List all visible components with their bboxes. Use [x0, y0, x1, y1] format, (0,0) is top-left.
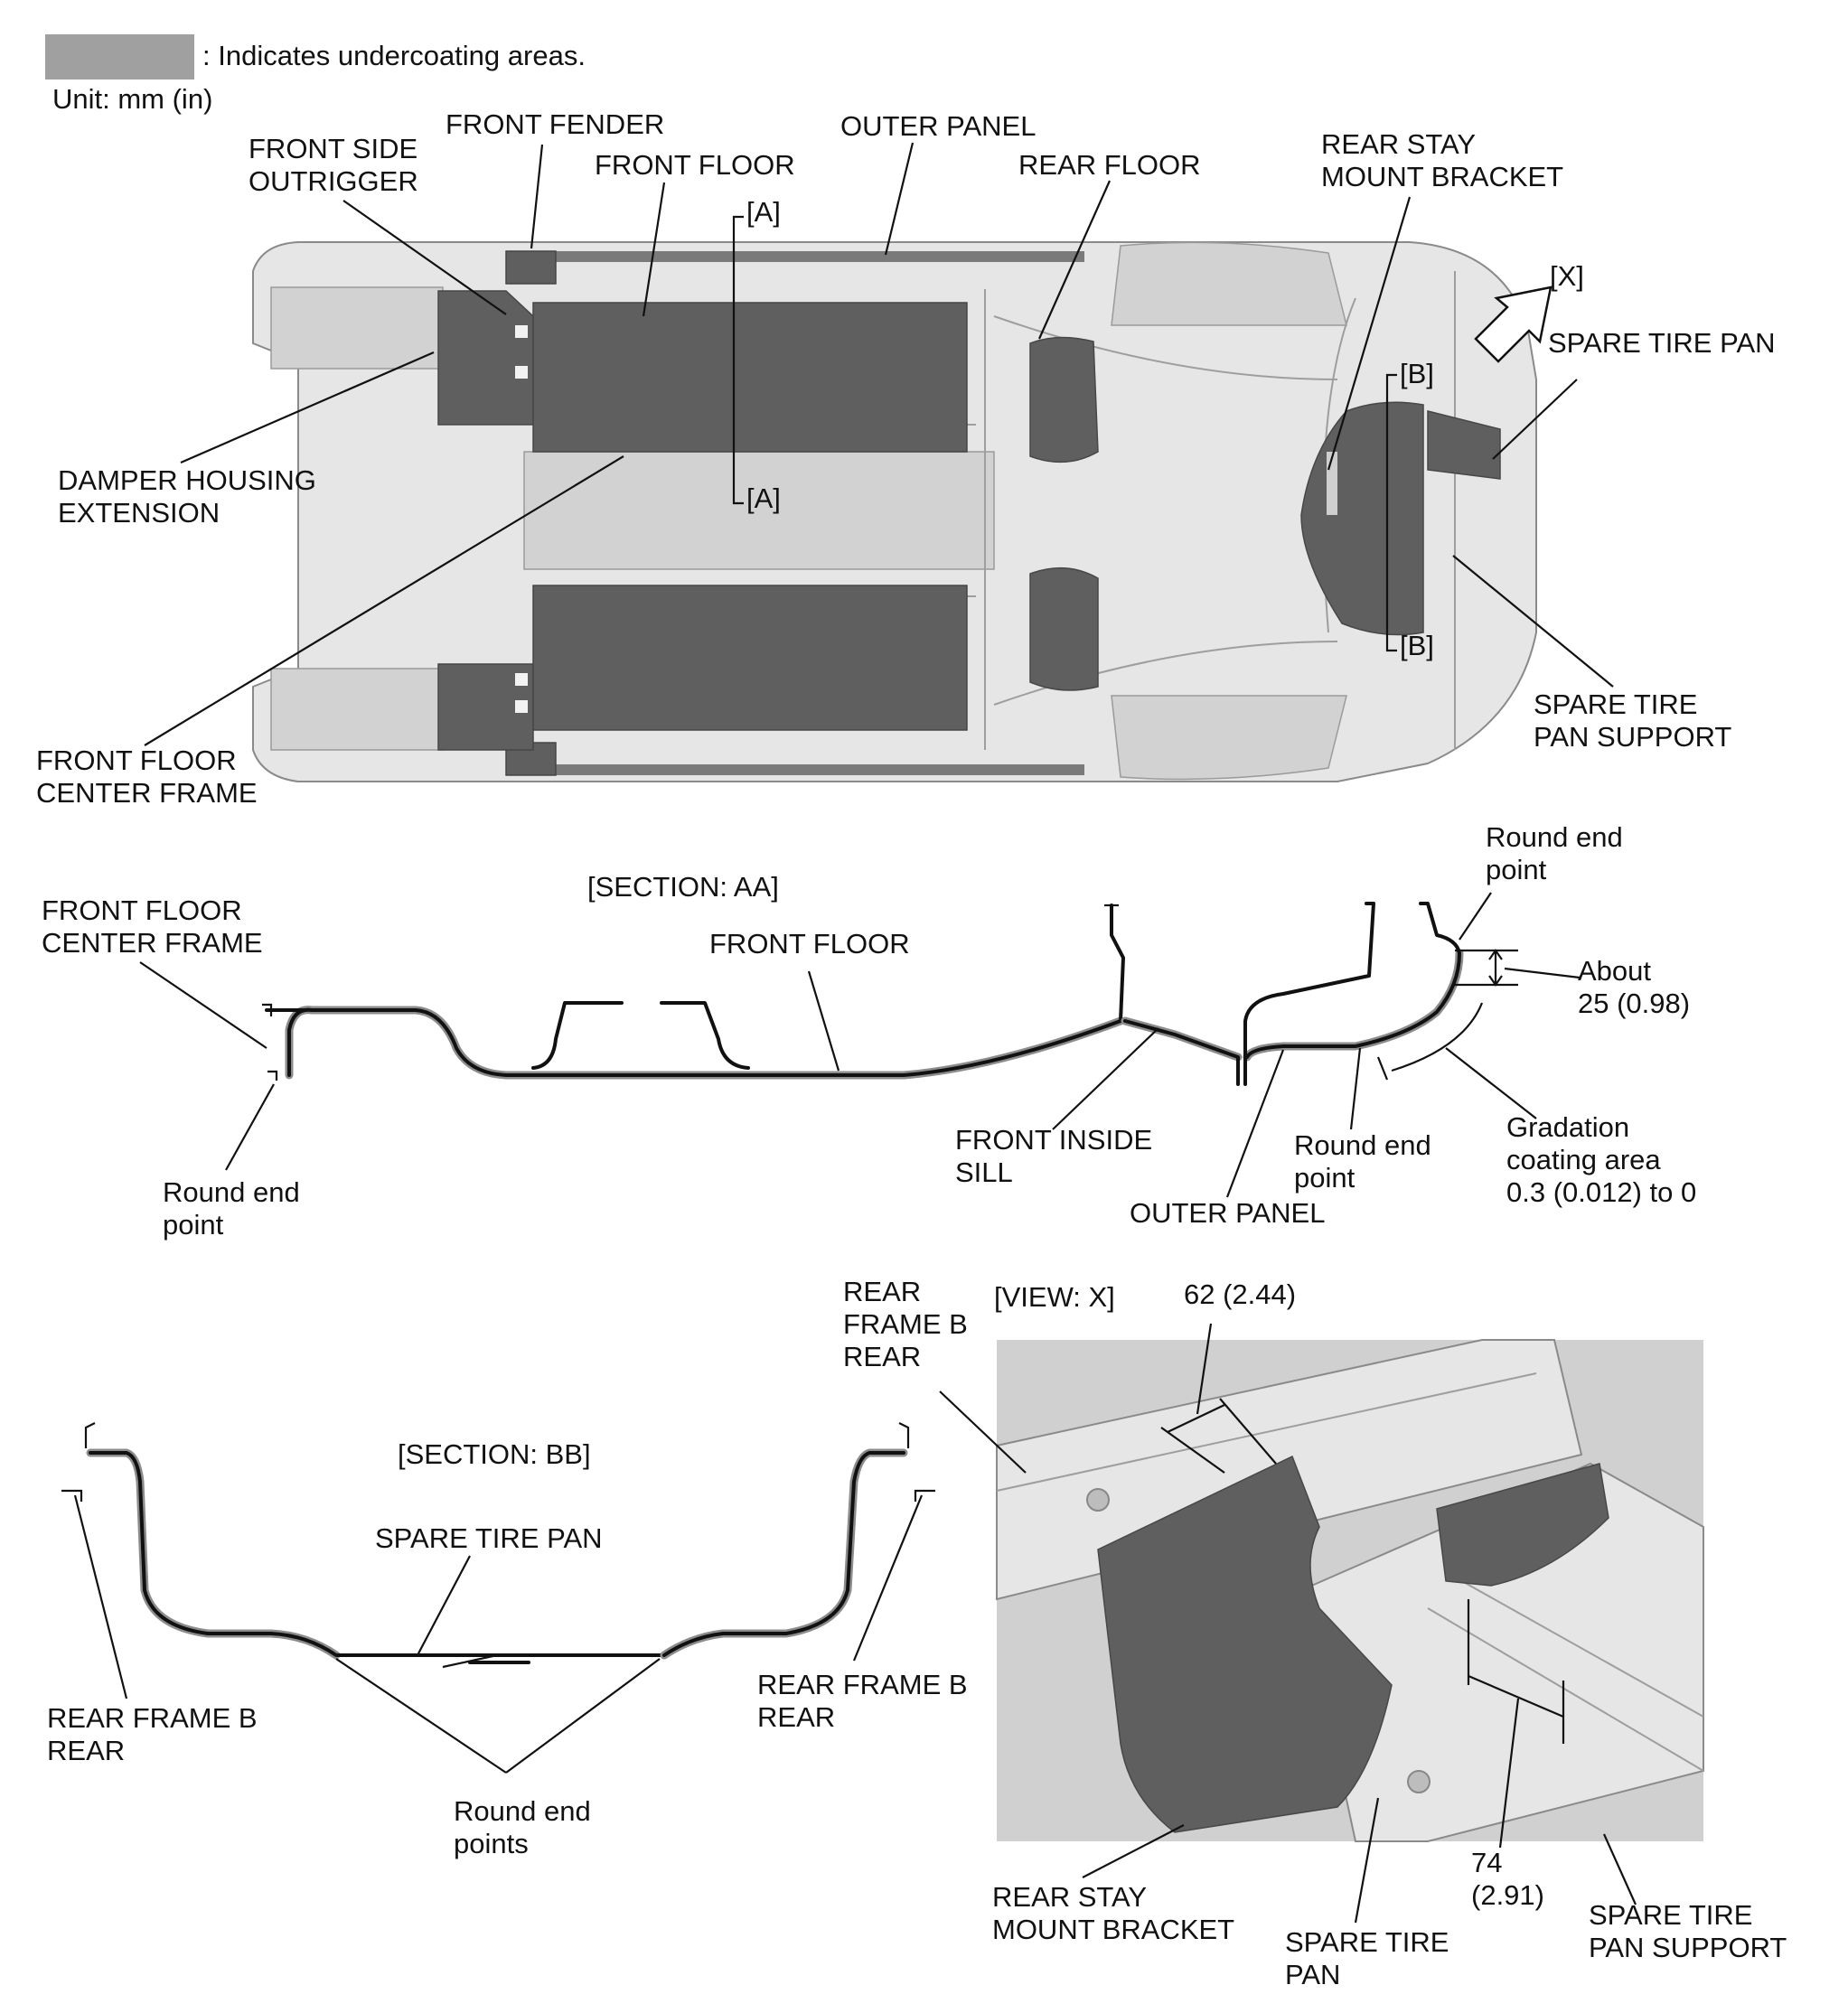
label-x-dim-74: 74 (2.91)	[1471, 1847, 1544, 1911]
legend-swatch	[45, 34, 194, 80]
section-bb-drawing	[61, 1422, 935, 1774]
front-rail-upper	[270, 286, 444, 370]
label-front-fender: FRONT FENDER	[446, 108, 664, 140]
unit-label: Unit: mm (in)	[52, 83, 212, 115]
label-aa-front-floor-center-frame: FRONT FLOOR CENTER FRAME	[42, 894, 263, 959]
view-x-coat	[1097, 1455, 1393, 1833]
label-spare-tire-pan-top: SPARE TIRE PAN	[1548, 327, 1776, 359]
label-aa-round-end-mid: Round end point	[1294, 1129, 1439, 1194]
label-view-marker: [X]	[1550, 260, 1584, 292]
view-x-arrow	[1474, 286, 1553, 363]
section-marker-a-top: [A]	[746, 196, 781, 228]
label-x-rear-frame-b-rear: REAR FRAME B REAR	[843, 1276, 975, 1372]
label-bb-rear-frame-right: REAR FRAME B REAR	[757, 1669, 975, 1733]
underbody-top-view	[144, 142, 1614, 782]
label-x-rear-stay-mount-bracket: REAR STAY MOUNT BRACKET	[992, 1881, 1234, 1945]
label-damper-housing-extension: DAMPER HOUSING EXTENSION	[58, 464, 324, 529]
label-bb-spare-tire-pan: SPARE TIRE PAN	[375, 1522, 603, 1554]
outer-panel-strip-lower	[506, 764, 1084, 775]
spare-tire-pan-support-coat	[1427, 410, 1501, 480]
damper-housing-coat-lower	[437, 663, 534, 751]
rear-wheelwell-upper	[1111, 241, 1347, 326]
center-tunnel	[523, 451, 995, 570]
label-outer-panel-top: OUTER PANEL	[840, 110, 1036, 142]
section-marker-b-bottom: [B]	[1400, 630, 1434, 661]
section-marker-b-top: [B]	[1400, 358, 1434, 389]
section-aa-drawing	[139, 892, 1581, 1198]
label-x-spare-tire-pan-support: SPARE TIRE PAN SUPPORT	[1589, 1899, 1787, 1963]
label-spare-tire-pan-support-top: SPARE TIRE PAN SUPPORT	[1534, 688, 1731, 753]
legend-text: : Indicates undercoating areas.	[202, 40, 586, 71]
view-x-drawing	[939, 1323, 1704, 1924]
label-aa-gradation: Gradation coating area 0.3 (0.012) to 0	[1506, 1111, 1696, 1208]
section-marker-a-bottom: [A]	[746, 482, 781, 514]
section-bb-title: [SECTION: BB]	[398, 1438, 591, 1470]
label-bb-rear-frame-left: REAR FRAME B REAR	[47, 1702, 265, 1766]
label-front-floor-top: FRONT FLOOR	[595, 149, 795, 181]
label-x-spare-tire-pan: SPARE TIRE PAN	[1285, 1926, 1457, 1990]
label-aa-front-inside-sill: FRONT INSIDE SILL	[955, 1124, 1160, 1188]
label-rear-stay-mount-bracket-top: REAR STAY MOUNT BRACKET	[1321, 128, 1563, 192]
label-aa-outer-panel: OUTER PANEL	[1130, 1197, 1325, 1229]
label-aa-round-end-left: Round end point	[163, 1176, 307, 1241]
label-x-dim-62: 62 (2.44)	[1184, 1278, 1296, 1310]
label-front-floor-center-frame-top: FRONT FLOOR CENTER FRAME	[36, 744, 258, 809]
rear-wheelwell-lower	[1111, 695, 1347, 781]
view-x-title: [VIEW: X]	[994, 1281, 1115, 1313]
label-aa-about: About 25 (0.98)	[1578, 955, 1690, 1019]
label-bb-round-end-points: Round end points	[454, 1795, 598, 1859]
front-floor-coat-upper	[532, 302, 968, 453]
label-aa-round-end-top: Round end point	[1486, 821, 1630, 885]
label-rear-floor-top: REAR FLOOR	[1018, 149, 1201, 181]
damper-housing-coat-upper	[437, 290, 534, 426]
label-front-side-outrigger: FRONT SIDE OUTRIGGER	[249, 133, 426, 197]
label-aa-front-floor: FRONT FLOOR	[709, 928, 910, 960]
front-rail-lower	[270, 668, 444, 751]
rear-floor-coat-upper	[1029, 336, 1099, 463]
outer-panel-strip-upper	[506, 251, 1084, 262]
rear-floor-coat-lower	[1029, 566, 1099, 691]
front-fender-patch-upper	[505, 250, 557, 285]
section-aa-title: [SECTION: AA]	[587, 871, 779, 903]
front-floor-coat-lower	[532, 585, 968, 731]
view-x-coat-right	[1436, 1463, 1609, 1587]
